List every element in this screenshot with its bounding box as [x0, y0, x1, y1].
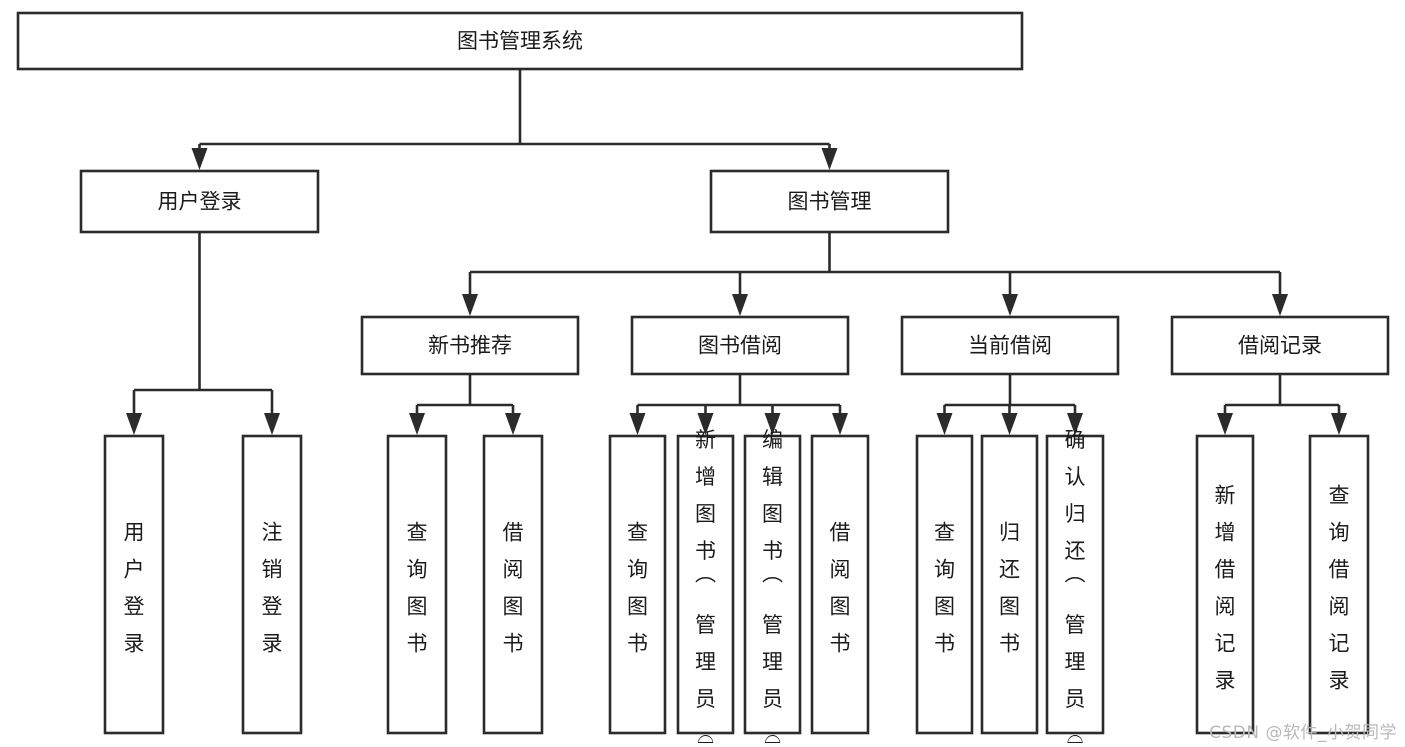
node-leaf-query-book-c[interactable]: 查询图书 — [915, 434, 974, 735]
node-leaf-borrow-book-a[interactable]: 借阅图书 — [482, 434, 544, 735]
edge-arrowhead — [1331, 413, 1347, 435]
node-label: 用户登录 — [158, 190, 242, 214]
edge-arrowhead — [409, 413, 425, 435]
node-l3-new-book-rec[interactable]: 新书推荐 — [360, 315, 580, 376]
node-leaf-edit-book[interactable]: 编辑图书⌒管理员⌓ — [743, 428, 802, 747]
node-leaf-query-book-b[interactable]: 查询图书 — [608, 434, 667, 735]
node-label: 查询图书 — [407, 520, 428, 655]
node-label: 查询图书 — [627, 520, 648, 655]
node-label: 新增借阅记录 — [1215, 483, 1236, 692]
node-box[interactable] — [1308, 434, 1370, 735]
node-leaf-return-book[interactable]: 归还图书 — [980, 434, 1039, 735]
node-box[interactable] — [630, 315, 850, 376]
edge-arrowhead — [732, 294, 748, 316]
node-box[interactable] — [103, 434, 165, 735]
node-leaf-add-record[interactable]: 新增借阅记录 — [1195, 434, 1255, 735]
node-box[interactable] — [360, 315, 580, 376]
edge-arrowhead — [1002, 294, 1018, 316]
node-label: 图书借阅 — [698, 334, 782, 358]
node-box[interactable] — [16, 11, 1024, 71]
edge-arrowhead — [1001, 413, 1018, 435]
node-l2-book-manage[interactable]: 图书管理 — [709, 169, 950, 234]
edge-arrowhead — [264, 413, 280, 435]
node-box[interactable] — [980, 434, 1039, 735]
node-box[interactable] — [241, 434, 303, 735]
edge-arrowhead — [1067, 413, 1083, 435]
node-box[interactable] — [482, 434, 544, 735]
edge-arrowhead — [126, 413, 142, 435]
node-l3-borrow-record[interactable]: 借阅记录 — [1170, 315, 1390, 376]
node-leaf-query-book-a[interactable]: 查询图书 — [386, 434, 448, 735]
node-box[interactable] — [900, 315, 1120, 376]
edge-arrowhead — [462, 294, 478, 316]
edge-arrowhead — [832, 413, 848, 435]
node-leaf-query-record[interactable]: 查询借阅记录 — [1308, 434, 1370, 735]
node-leaf-user-login[interactable]: 用户登录 — [103, 434, 165, 735]
edge-arrowhead — [191, 148, 208, 170]
edge-arrowhead — [1272, 294, 1288, 316]
node-box[interactable] — [810, 434, 870, 735]
node-label: 用户登录 — [124, 520, 145, 655]
node-box[interactable] — [608, 434, 667, 735]
node-root[interactable]: 图书管理系统 — [16, 11, 1024, 71]
node-label: 图书管理 — [788, 190, 872, 214]
node-label: 查询借阅记录 — [1329, 483, 1350, 692]
edge-arrowhead — [764, 413, 781, 435]
node-label: 归还图书 — [999, 520, 1020, 655]
node-box[interactable] — [1195, 434, 1255, 735]
node-box[interactable] — [743, 434, 802, 735]
edges-layer — [126, 69, 1347, 435]
node-leaf-add-book[interactable]: 新增图书⌒管理员⌓ — [676, 428, 735, 747]
node-label: 新增图书⌒管理员⌓ — [695, 428, 716, 747]
node-label: 确认归还⌒管理员⌓ — [1065, 428, 1086, 747]
edge-arrowhead — [1217, 413, 1233, 435]
nodes-layer: 图书管理系统用户登录图书管理新书推荐图书借阅当前借阅借阅记录用户登录注销登录查询… — [16, 11, 1390, 747]
node-label: 借阅图书 — [503, 520, 524, 655]
node-box[interactable] — [1045, 434, 1105, 735]
edge-arrowhead — [505, 413, 521, 435]
node-box[interactable] — [915, 434, 974, 735]
edge-arrowhead — [629, 413, 646, 435]
node-label: 图书管理系统 — [457, 29, 583, 53]
edge-arrowhead — [936, 413, 953, 435]
node-box[interactable] — [676, 434, 735, 735]
node-label: 注销登录 — [262, 520, 283, 655]
node-leaf-confirm-return[interactable]: 确认归还⌒管理员⌓ — [1045, 428, 1105, 747]
node-l2-user-login[interactable]: 用户登录 — [79, 169, 320, 234]
node-box[interactable] — [79, 169, 320, 234]
edge-arrowhead — [821, 148, 838, 170]
node-leaf-logout[interactable]: 注销登录 — [241, 434, 303, 735]
node-box[interactable] — [1170, 315, 1390, 376]
node-label: 当前借阅 — [968, 334, 1052, 358]
node-box[interactable] — [386, 434, 448, 735]
node-box[interactable] — [709, 169, 950, 234]
node-l3-book-borrow[interactable]: 图书借阅 — [630, 315, 850, 376]
node-label: 借阅记录 — [1238, 334, 1322, 358]
node-label: 新书推荐 — [428, 334, 512, 358]
node-label: 编辑图书⌒管理员⌓ — [762, 428, 783, 747]
node-label: 查询图书 — [934, 520, 955, 655]
node-l3-current-borrow[interactable]: 当前借阅 — [900, 315, 1120, 376]
node-label: 借阅图书 — [830, 520, 851, 655]
edge-arrowhead — [697, 413, 714, 435]
node-leaf-borrow-book-b[interactable]: 借阅图书 — [810, 434, 870, 735]
